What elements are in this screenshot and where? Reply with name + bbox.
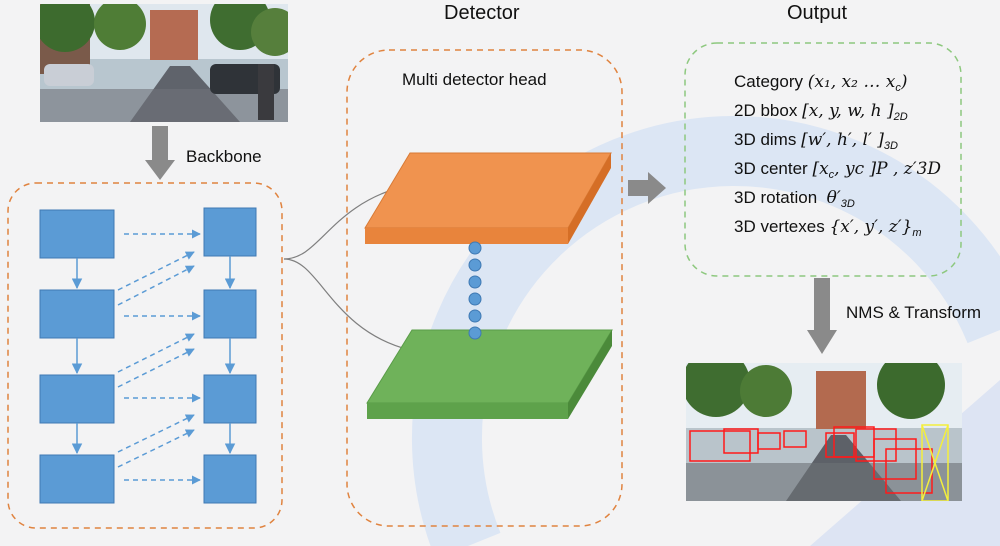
output-item-3d-rotation: 3D rotation θ′3D [734, 188, 855, 210]
output-list: Category (x₁, x₂ … xc) 2D bbox [x, y, w,… [734, 67, 941, 241]
backbone-block-right-3 [203, 374, 257, 424]
backbone-block-left-2 [39, 289, 115, 339]
backbone-block-left-3 [39, 374, 115, 424]
output-item-2d-bbox: 2D bbox [x, y, w, h ]2D [734, 101, 908, 123]
output-item-category: Category (x₁, x₂ … xc) [734, 72, 908, 94]
detector-title: Detector [444, 2, 520, 24]
output-item-3d-center: 3D center [xc, y⁣c ]⁣P , z′3D [734, 159, 942, 181]
backbone-label: Backbone [186, 147, 262, 166]
output-item-3d-dims: 3D dims [w′, h′, l′ ]3D [734, 130, 898, 152]
nms-transform-label: NMS & Transform [846, 303, 982, 322]
input-street-image [40, 4, 288, 122]
nms-arrow [807, 278, 837, 354]
output-title: Output [787, 2, 848, 24]
output-item-3d-vertexes: 3D vertexes {x′, y′, z′}m [734, 217, 922, 239]
backbone-block-right-1 [203, 207, 257, 257]
backbone-block-right-4 [203, 454, 257, 504]
multi-detector-head-label: Multi detector head [402, 70, 547, 89]
backbone-container [7, 182, 283, 529]
to-output-arrow [628, 172, 666, 204]
backbone-arrow [145, 126, 175, 180]
output-container [684, 42, 962, 277]
backbone-block-left-4 [39, 454, 115, 504]
backbone-block-right-2 [203, 289, 257, 339]
orange-detector-plate [364, 152, 612, 244]
detector-container [346, 49, 623, 527]
output-annotated-image [686, 363, 962, 501]
backbone-block-left-1 [39, 209, 115, 259]
green-detector-plate [366, 329, 613, 419]
